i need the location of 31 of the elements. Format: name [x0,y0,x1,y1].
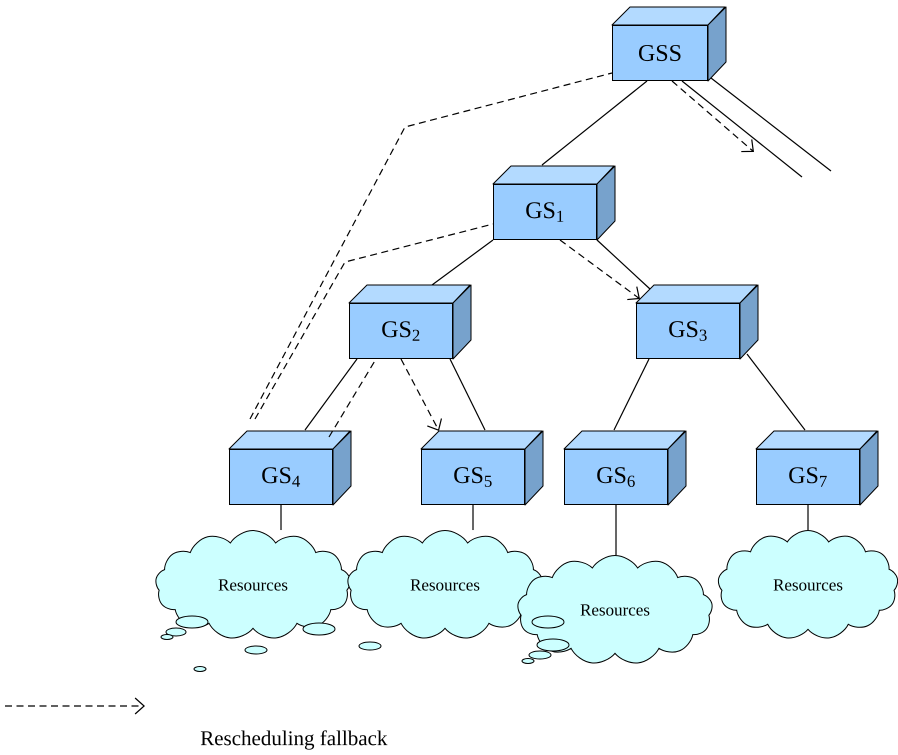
thought-cloud: Resources [517,555,713,664]
arrow [672,80,754,152]
connector-line [682,80,802,178]
thought-cloud: Resources [155,530,351,672]
connector-line [542,80,648,166]
connector-line [304,358,358,430]
connector-line [432,240,494,286]
thought-cloud: Resources [347,530,543,650]
server-box: GS$_{1}$ [492,166,616,240]
thought-cloud: Resources [718,530,898,638]
server-box: GS$_{7}$ [756,430,878,506]
server-box: GS$_{2}$ [348,284,472,360]
connector-line [254,223,494,420]
server-box: GS$_{5}$ [420,430,544,506]
server-box: GS$_{6}$ [564,430,686,506]
server-box: GS$_{3}$ [636,284,758,360]
connector-line [449,358,486,430]
connector-line [596,240,650,290]
arrow [560,240,640,300]
connector-line [615,505,617,556]
connector-line [249,72,612,420]
connector-line [746,354,806,430]
server-box: GS$_{4}$ [228,430,352,506]
connector-line [613,358,650,430]
connector-line [710,78,832,172]
legend-text: Rescheduling fallback [200,730,388,750]
connector-line [472,505,474,530]
arrow [400,358,442,431]
connector-line [280,505,282,530]
connector-line [807,505,809,530]
server-box: GSS [612,6,726,82]
